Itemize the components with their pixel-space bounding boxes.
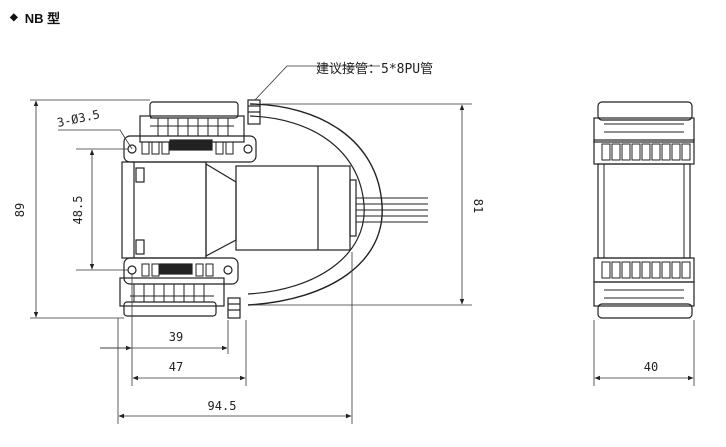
bottom-connector (227, 297, 241, 319)
dim-label-89: 89 (13, 203, 27, 217)
brand-label-bottom (159, 263, 193, 275)
hole-spec-label: 3-Ø3.5 (56, 107, 101, 130)
dim-label-47: 47 (169, 360, 183, 374)
page-heading: ◆ NB 型 (10, 8, 60, 27)
brand-text-top: Kamoer (178, 142, 203, 150)
bottom-head-body (119, 277, 225, 307)
side-bottom-band-slots (601, 261, 691, 279)
tube-note: 建议接管：5*8PU管 (316, 61, 433, 77)
side-bottom-head (593, 281, 695, 307)
dim-label-94-5: 94.5 (208, 399, 237, 413)
side-top-cap (597, 101, 693, 121)
dim-label-40: 40 (644, 360, 658, 374)
mount-hole-top-right (243, 144, 253, 154)
motor-wires (356, 197, 428, 223)
front-view: Kamoer (119, 99, 428, 319)
dim-label-81: 81 (471, 199, 485, 213)
diamond-icon: ◆ (10, 12, 18, 23)
hole-leader (58, 129, 133, 150)
motor-cap (349, 179, 357, 237)
mount-hole-bottom-left (127, 265, 137, 275)
dim-label-39: 39 (169, 330, 183, 344)
bottom-plate-slots (141, 263, 214, 277)
front-dimensions (30, 65, 472, 424)
top-plate-slots (141, 141, 234, 155)
dim-label-48-5: 48.5 (71, 196, 85, 225)
brand-label-top (169, 139, 213, 151)
top-head-ribs (150, 117, 234, 136)
side-body (597, 163, 691, 259)
heading-title: NB 型 (24, 11, 61, 26)
mount-hole-bottom-right (223, 265, 233, 275)
bottom-head-ribs (130, 284, 214, 302)
tube-arc (247, 103, 383, 306)
bottom-head-cap (123, 301, 217, 317)
note-leader (254, 65, 380, 101)
side-bottom-cap (597, 303, 693, 319)
side-view (593, 101, 695, 319)
motor-adaptor (205, 162, 237, 257)
pump-body (121, 161, 207, 259)
side-top-head (593, 117, 695, 143)
bottom-mount-plate (123, 257, 239, 285)
side-dimensions (593, 320, 695, 386)
side-top-band-slots (601, 143, 691, 161)
motor-body (235, 165, 351, 251)
tube-arc-inner (247, 115, 365, 295)
